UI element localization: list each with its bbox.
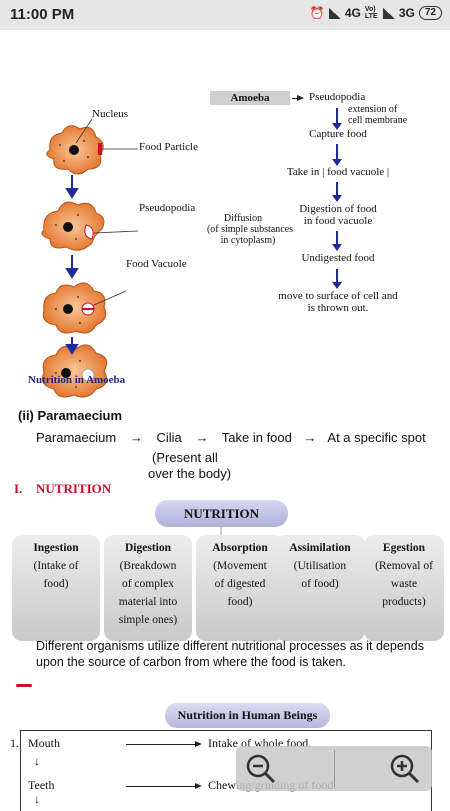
flow-arrow-2 <box>332 144 342 166</box>
paramaecium-sequence: Paramaecium → Cilia → Take in food → At … <box>36 430 426 445</box>
flow-arrow-amoeba <box>292 95 304 101</box>
card-absorption: Absorption (Movement of digested food) <box>196 535 284 641</box>
network-4g: 4G <box>344 6 361 20</box>
card-line: (Breakdown <box>119 560 177 572</box>
para-note-1: (Present all <box>152 450 218 465</box>
diagram-caption: Nutrition in Amoeba <box>28 374 126 386</box>
section-title: NUTRITION <box>36 481 112 496</box>
para-arrow-1: → <box>129 430 143 445</box>
table-row2-left: Teeth <box>28 778 55 792</box>
card-egestion: Egestion (Removal of waste products) <box>364 535 444 641</box>
nutrition-pill: NUTRITION <box>155 500 288 527</box>
para-step-3: Take in food <box>221 430 292 445</box>
flow-take-in: Take in | food vacuole | <box>286 166 390 178</box>
flow-diffusion-3: in cytoplasm) <box>220 235 276 246</box>
flow-arrow-1 <box>332 108 342 130</box>
table-row1-left: Mouth <box>28 736 61 750</box>
table-down-arrow: ↓ <box>34 754 40 768</box>
label-nucleus: Nucleus <box>92 108 129 120</box>
flow-digestion-1: Digestion of food <box>299 203 377 215</box>
flow-move-2: is thrown out. <box>307 302 369 314</box>
zoom-in-icon[interactable] <box>388 752 422 786</box>
human-nutrition-pill: Nutrition in Human Beings <box>165 703 330 728</box>
card-title: Assimilation <box>289 542 351 554</box>
status-icons: ⏰ 4G Vo) LTE 3G 72 <box>310 6 442 20</box>
card-title: Egestion <box>382 542 426 554</box>
zoom-divider <box>334 750 335 787</box>
nucleus-dot <box>69 145 79 155</box>
para-step-1: Paramaecium <box>36 430 117 445</box>
amoeba-stage-2 <box>41 201 105 251</box>
flow-arrow-5 <box>332 269 342 289</box>
flow-amoeba-tag: Amoeba <box>210 91 290 105</box>
intro-paragraph: Different organisms utilize different nu… <box>36 639 424 669</box>
amoeba-stage-3 <box>42 282 107 334</box>
signal-icon <box>328 7 341 19</box>
label-pseudopodia: Pseudopodia <box>139 202 196 214</box>
flow-capture: Capture food <box>309 128 367 140</box>
alarm-icon: ⏰ <box>309 6 325 20</box>
card-line: of food) <box>301 578 339 590</box>
card-line: of complex <box>121 578 175 590</box>
card-line: (Intake of <box>33 560 79 572</box>
card-assimilation: Assimilation (Utilisation of food) <box>275 535 365 641</box>
card-line: waste <box>390 578 418 590</box>
card-line: (Movement <box>213 560 267 572</box>
card-connectors <box>220 527 222 535</box>
para-note-2: over the body) <box>148 466 232 481</box>
flow-cell-membrane: cell membrane <box>348 115 408 126</box>
zoom-out-icon[interactable] <box>244 752 278 786</box>
para-step-4: At a specific spot <box>327 430 426 445</box>
amoeba-stage-4 <box>41 344 108 398</box>
card-title: Ingestion <box>33 542 79 554</box>
card-line: material into <box>118 596 178 608</box>
card-line: simple ones) <box>118 614 178 626</box>
status-bar: 11:00 PM ⏰ 4G Vo) LTE 3G 72 <box>0 0 450 30</box>
section-number: I. <box>14 481 23 496</box>
zoom-controls <box>236 746 432 791</box>
card-title: Absorption <box>212 542 268 554</box>
flow-extension: extension of <box>348 104 398 115</box>
red-mark <box>16 684 32 687</box>
card-line: products) <box>382 596 426 608</box>
table-number: 1. <box>10 736 19 750</box>
signal-icon-2 <box>382 7 395 19</box>
card-line: of digested <box>214 578 266 590</box>
flow-arrow-3 <box>332 182 342 202</box>
flow-undigested: Undigested food <box>301 252 375 264</box>
para-arrow-3: → <box>303 430 317 445</box>
card-ingestion: Ingestion (Intake of food) <box>12 535 100 641</box>
card-line: (Removal of <box>375 560 433 572</box>
table-row2-arrow <box>126 783 202 789</box>
document-page[interactable]: Nucleus Food Particle Pseudopodia Food V… <box>0 30 450 811</box>
label-food-particle: Food Particle <box>139 141 198 153</box>
para-arrow-2: → <box>195 430 209 445</box>
battery-icon: 72 <box>418 6 442 20</box>
flow-digestion-2: in food vacuole <box>303 215 373 227</box>
network-3g: 3G <box>398 6 415 20</box>
card-line: (Utilisation <box>293 560 347 572</box>
flow-move-1: move to surface of cell and <box>278 290 398 302</box>
flow-arrow-4 <box>332 231 342 251</box>
flow-diffusion-1: Diffusion <box>223 213 263 224</box>
flow-pseudopodia: Pseudopodia <box>309 91 366 103</box>
card-line: food) <box>227 596 253 608</box>
food-particle-marker <box>98 143 102 155</box>
table-down-arrow-2: ↓ <box>34 792 40 806</box>
card-title: Digestion <box>125 542 171 554</box>
label-food-vacuole: Food Vacuole <box>126 258 187 270</box>
table-row1-arrow <box>126 741 202 747</box>
card-line: food) <box>43 578 69 590</box>
amoeba-diagram <box>41 118 139 398</box>
paramaecium-heading: (ii) Paramaecium <box>18 408 123 423</box>
para-step-2: Cilia <box>156 430 182 445</box>
volte-label: Vo) LTE <box>364 6 378 20</box>
flow-diffusion-2: (of simple substances <box>206 224 294 235</box>
card-digestion: Digestion (Breakdown of complex material… <box>104 535 192 641</box>
status-time: 11:00 PM <box>10 6 75 23</box>
